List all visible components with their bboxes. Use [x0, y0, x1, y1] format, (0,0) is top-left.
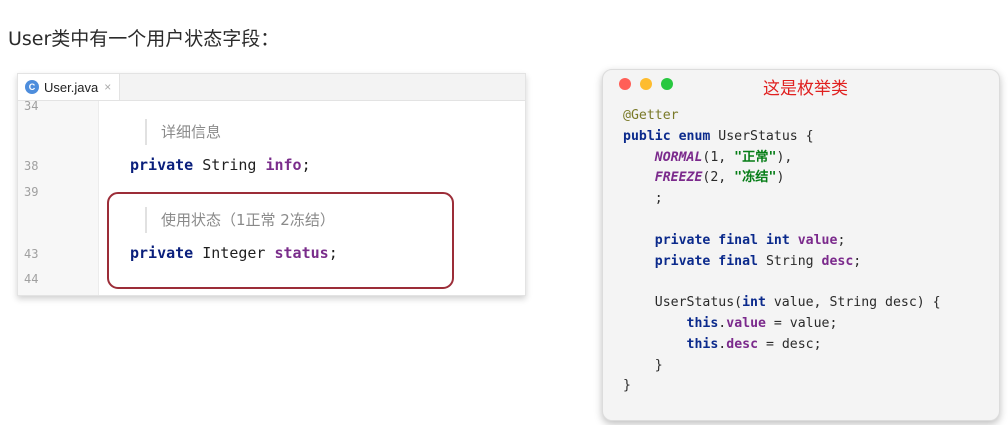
- code-line: }: [623, 378, 631, 394]
- line-number: 38: [24, 159, 39, 173]
- enum-code-block: @Getter public enum UserStatus { NORMAL(…: [623, 106, 941, 397]
- minimize-window-icon[interactable]: [640, 78, 652, 90]
- code-line: FREEZE(2, "冻结"): [654, 170, 785, 186]
- maximize-window-icon[interactable]: [661, 78, 673, 90]
- code-line: @Getter: [623, 108, 679, 123]
- code-line-info: private String info;: [130, 156, 311, 174]
- type-name: String: [193, 156, 266, 174]
- close-icon[interactable]: ×: [104, 80, 112, 94]
- line-number: 34: [24, 99, 39, 113]
- code-line: UserStatus(int value, String desc) {: [623, 295, 941, 311]
- code-line: ;: [623, 191, 663, 207]
- tab-label: User.java: [44, 79, 99, 95]
- code-line: private final int value;: [654, 232, 846, 248]
- doc-comment-info: 详细信息: [145, 119, 221, 145]
- line-number: 43: [24, 247, 39, 261]
- line-number: 44: [24, 272, 39, 286]
- keyword: private: [130, 156, 194, 174]
- semicolon: ;: [328, 244, 338, 262]
- code-line: private final String desc;: [654, 253, 862, 269]
- tab-user-java[interactable]: C User.java ×: [18, 74, 120, 100]
- code-line: public enum UserStatus {: [623, 128, 814, 144]
- field-name: info: [265, 156, 302, 174]
- close-window-icon[interactable]: [619, 78, 631, 90]
- code-line: }: [623, 357, 663, 373]
- code-line: this.desc = desc;: [686, 336, 822, 352]
- field-name: status: [274, 244, 329, 262]
- window-title: 这是枚举类: [763, 79, 848, 99]
- highlight-box: [107, 192, 454, 289]
- editor-tab-bar: C User.java ×: [18, 74, 525, 101]
- java-class-icon: C: [25, 80, 39, 94]
- type-name: Integer: [193, 244, 275, 262]
- code-line: NORMAL(1, "正常"),: [654, 149, 793, 165]
- code-window: 这是枚举类 @Getter public enum UserStatus { N…: [602, 69, 1000, 421]
- keyword: private: [130, 244, 194, 262]
- code-line: this.value = value;: [686, 315, 838, 331]
- ide-editor-panel: C User.java × 34 38 39 43 44 详细信息 privat…: [17, 73, 526, 296]
- page-heading: User类中有一个用户状态字段：: [8, 28, 280, 50]
- line-number: 39: [24, 185, 39, 199]
- line-number-gutter: [18, 101, 99, 295]
- doc-comment-status: 使用状态（1正常 2冻结）: [145, 207, 335, 233]
- code-line-status: private Integer status;: [130, 244, 338, 262]
- semicolon: ;: [301, 156, 311, 174]
